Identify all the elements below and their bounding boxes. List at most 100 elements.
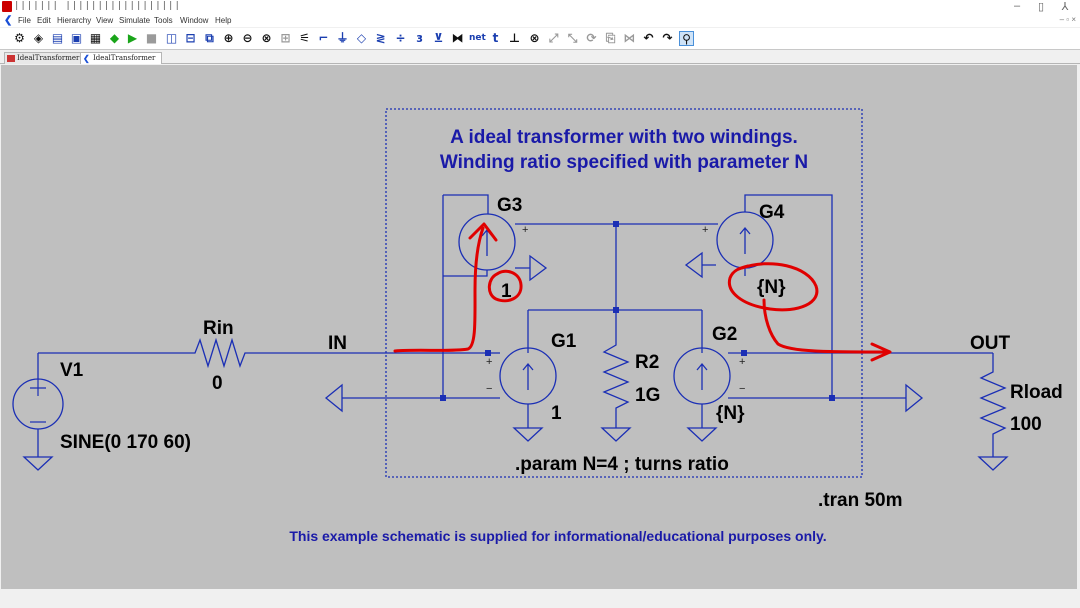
junction-dot — [741, 350, 747, 356]
net-label-in: IN — [328, 333, 347, 354]
maximize-button[interactable]: ▯ — [1037, 1, 1045, 13]
param-directive[interactable]: .param N=4 ; turns ratio — [515, 454, 729, 475]
menu-edit[interactable]: Edit — [37, 16, 51, 25]
rin-resistor-symbol — [185, 337, 255, 369]
g2-plus-sign: + — [739, 356, 745, 368]
annotation-input-current-arrow — [393, 226, 485, 353]
undo-icon[interactable]: ↶ — [643, 31, 654, 45]
g1-value: 1 — [551, 403, 562, 424]
app-icon — [2, 1, 12, 12]
rin-name: Rin — [203, 318, 234, 339]
g4-plus-sign: + — [702, 224, 708, 236]
v1-name: V1 — [60, 360, 84, 381]
copy-component-icon[interactable]: ⎘ — [605, 31, 616, 45]
wire-icon[interactable]: ⌐ — [318, 31, 329, 45]
schematic-drawing: + + + − + − A ideal transformer with two… — [12, 108, 1063, 544]
gear-icon[interactable]: ⚙ — [14, 31, 25, 45]
zoom-in-icon[interactable]: ⊕ — [223, 31, 234, 45]
wire-g3-top — [443, 194, 489, 214]
resistor-icon[interactable]: ≷ — [375, 31, 386, 45]
toolbar: ⚙ ◈ ▤ ▣ ▦ ◆ ▶ ■ ◫ ⊟ ⧉ ⊕ ⊖ ⊗ ⊞ ⚟ ⌐ ⏚ ◇ ≷ … — [0, 28, 1080, 50]
halt-icon[interactable]: ■ — [145, 31, 158, 45]
g4-arrow-icon — [739, 226, 751, 254]
find-icon[interactable]: ⚲ — [679, 31, 694, 46]
copy-icon[interactable]: ⧉ — [205, 31, 214, 45]
rin-value: 0 — [212, 373, 223, 394]
tran-directive[interactable]: .tran 50m — [818, 490, 902, 511]
menu-simulate[interactable]: Simulate — [119, 16, 151, 25]
schematic-canvas[interactable]: + + + − + − A ideal transformer with two… — [1, 65, 1077, 589]
text-icon[interactable]: t — [492, 31, 499, 45]
menu-view[interactable]: View — [96, 16, 114, 25]
rload-name: Rload — [1010, 382, 1063, 403]
ground-icon[interactable]: ⏚ — [336, 31, 349, 45]
inductor-icon[interactable]: ɜ — [416, 31, 423, 45]
r2-value: 1G — [635, 385, 660, 406]
component-icon[interactable]: ◆ — [109, 31, 120, 45]
junction-dot — [613, 307, 619, 313]
g4-value: {N} — [757, 277, 786, 298]
menu-window[interactable]: Window — [180, 16, 209, 25]
tile-icon[interactable]: ◫ — [165, 31, 178, 45]
delete-icon[interactable]: ⊗ — [529, 31, 540, 45]
disclaimer-text: This example schematic is supplied for i… — [289, 528, 826, 544]
tab-schematic[interactable]: IdealTransformer — [4, 52, 87, 64]
menu-help[interactable]: Help — [215, 16, 232, 25]
menu-tools[interactable]: Tools — [154, 16, 173, 25]
split-icon[interactable]: ⊟ — [185, 31, 196, 45]
rotate-icon[interactable]: ⟳ — [586, 31, 597, 45]
rload-value: 100 — [1010, 414, 1042, 435]
g2-minus-sign: − — [739, 383, 745, 395]
menu-file[interactable]: File — [18, 16, 31, 25]
close-button[interactable]: ⅄ — [1061, 1, 1069, 13]
tab-schematic-label: IdealTransformer — [17, 54, 80, 62]
mdi-window-controls[interactable]: – ▫ × — [1059, 15, 1076, 24]
component-library-icon[interactable]: ⧓ — [451, 31, 464, 45]
zoom-area-icon[interactable]: ⊞ — [280, 31, 291, 45]
tab-waveform-label: IdealTransformer — [93, 54, 156, 62]
open-icon[interactable]: ◈ — [33, 31, 44, 45]
drag-icon[interactable]: ⤡ — [567, 31, 578, 45]
zoom-out-icon[interactable]: ⊖ — [242, 31, 253, 45]
zoom-fit-icon[interactable]: ⊗ — [261, 31, 272, 45]
g4-name: G4 — [759, 202, 785, 223]
move-icon[interactable]: ⤢ — [548, 31, 559, 45]
tab-waveform[interactable]: ❮ IdealTransformer — [80, 52, 163, 64]
annotation-output-arrowhead — [870, 342, 892, 362]
annotation-output-current-arrow — [762, 298, 887, 354]
menu-hierarchy[interactable]: Hierarchy — [57, 16, 92, 25]
run-icon[interactable]: ▶ — [127, 31, 138, 45]
folder-icon[interactable]: ▤ — [51, 31, 64, 45]
g1-name: G1 — [551, 331, 577, 352]
mirror-icon[interactable]: ⋈ — [623, 31, 636, 45]
window-title: ||||||| |||||||||||||||||| — [14, 1, 181, 11]
print-icon[interactable]: ▦ — [89, 31, 102, 45]
save-icon[interactable]: ▣ — [70, 31, 83, 45]
g3-value: 1 — [501, 281, 512, 302]
junction-dot — [613, 221, 619, 227]
ltspice-logo-icon: ❮ — [4, 15, 13, 26]
spice-directive-icon[interactable]: ⊥ — [509, 31, 520, 45]
junction-dot — [829, 395, 835, 401]
label-icon[interactable]: ◇ — [356, 31, 367, 45]
junction-dot — [440, 395, 446, 401]
annotation-g3-circle — [487, 269, 523, 303]
v1-plus-icon — [30, 380, 46, 396]
minimize-button[interactable]: – — [1013, 0, 1021, 12]
diode-icon[interactable]: ⊻ — [433, 31, 444, 45]
g2-ground-icon — [686, 427, 718, 442]
autorange-icon[interactable]: ⚟ — [299, 31, 310, 45]
wire-g4-top-right — [744, 194, 833, 398]
r2-resistor-symbol — [602, 310, 630, 428]
g2-name: G2 — [712, 324, 737, 345]
capacitor-icon[interactable]: ÷ — [395, 31, 406, 45]
net-icon[interactable]: net — [469, 33, 486, 43]
right-ground-flag-icon — [905, 383, 924, 413]
net-label-out: OUT — [970, 333, 1011, 354]
g1-ground-icon — [512, 427, 544, 442]
g3-name: G3 — [497, 195, 522, 216]
schematic-icon — [7, 55, 15, 62]
document-tab-bar: IdealTransformer ❮ IdealTransformer — [0, 51, 1080, 64]
redo-icon[interactable]: ↷ — [662, 31, 673, 45]
v1-ground-icon — [22, 456, 54, 471]
